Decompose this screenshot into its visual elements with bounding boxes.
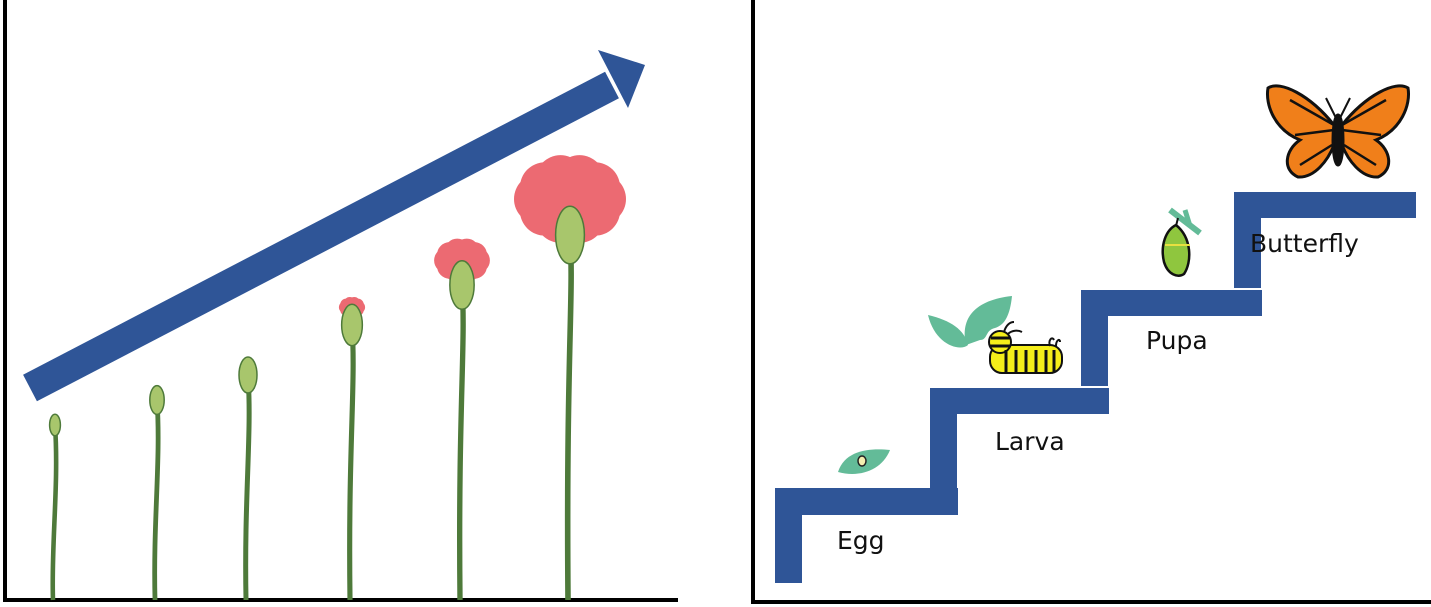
- carnation-growth-sequence: [48, 155, 626, 601]
- step-egg: [775, 488, 958, 583]
- stage-label-egg: Egg: [837, 526, 885, 555]
- stage-label-butterfly: Butterfly: [1250, 229, 1359, 258]
- step-butterfly: [1234, 192, 1416, 288]
- chrysalis-icon: [1161, 207, 1202, 277]
- arrow-up-right-icon: [23, 50, 645, 402]
- step-larva: [930, 388, 1109, 513]
- staircase: [775, 192, 1416, 583]
- carnation-icon: [434, 238, 490, 601]
- carnation-icon: [149, 384, 165, 601]
- carnation-icon: [48, 413, 62, 601]
- carnation-icon: [338, 297, 366, 601]
- carnation-icon: [514, 155, 626, 601]
- stage-label-pupa: Pupa: [1146, 326, 1208, 355]
- egg-on-leaf-icon: [838, 449, 890, 474]
- butterfly-icon: [1265, 84, 1411, 179]
- caterpillar-icon: [928, 296, 1063, 374]
- stage-label-larva: Larva: [995, 427, 1065, 456]
- step-pupa: [1081, 290, 1262, 386]
- carnation-icon: [238, 356, 258, 601]
